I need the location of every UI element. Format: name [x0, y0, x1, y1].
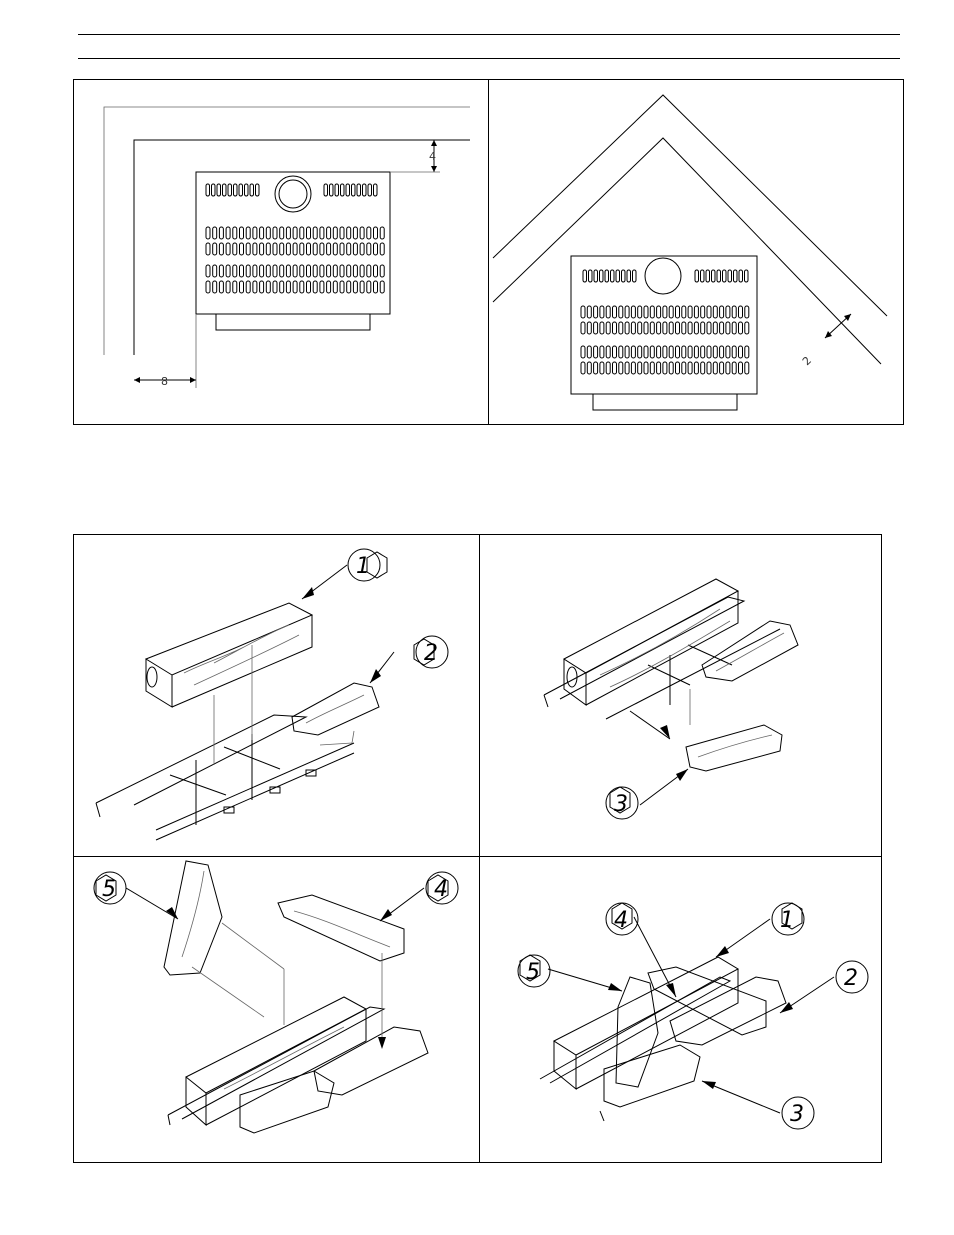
- log-step-3-labels: 5 4: [74, 857, 479, 1162]
- dim-side-label: 8: [161, 375, 168, 388]
- callout-1: 1: [356, 554, 370, 579]
- log-step-1-labels: 1 2: [74, 535, 479, 856]
- callout-3b: 3: [790, 1102, 804, 1127]
- header-rule-bottom: [78, 58, 900, 59]
- dim-top-label: 4: [429, 150, 436, 163]
- flat-wall-dim-labels: 4 8: [74, 80, 488, 424]
- callout-4b: 4: [614, 908, 628, 933]
- log-step-2-labels: 3: [480, 535, 881, 856]
- log-step-4-labels: 4 1 5 2 3: [480, 857, 881, 1162]
- callout-3: 3: [614, 792, 628, 817]
- dim-corner-label: 2: [800, 354, 814, 368]
- callout-2b: 2: [844, 966, 858, 991]
- callout-2: 2: [424, 641, 438, 666]
- callout-1b: 1: [780, 908, 794, 933]
- callout-4: 4: [434, 877, 448, 902]
- corner-dim-labels: 2: [489, 80, 903, 424]
- header-rule-top: [78, 34, 900, 35]
- callout-5: 5: [102, 877, 116, 902]
- callout-5b: 5: [526, 960, 540, 985]
